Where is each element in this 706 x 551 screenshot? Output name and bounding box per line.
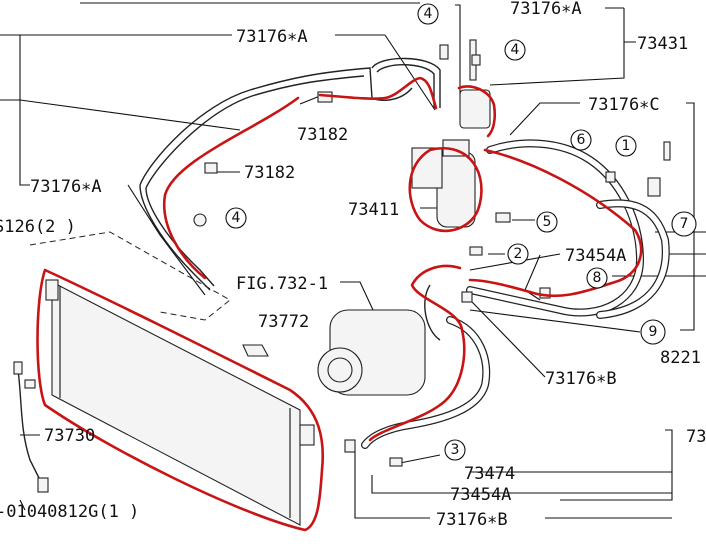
- callout-circle-8: [586, 267, 608, 289]
- callout-circle-4-left: [225, 207, 247, 229]
- callout-circle-5: [536, 211, 558, 233]
- label-73176a-left: 73176∗A: [30, 177, 102, 197]
- bolts-clips: [193, 44, 671, 467]
- red-mark-condenser: [36, 268, 325, 532]
- callout-num-6: 6: [577, 132, 586, 148]
- label-73176a-top: 73176∗A: [236, 27, 308, 47]
- callout-num-9: 9: [649, 324, 658, 340]
- label-010408: -01040812G(1 ): [0, 502, 139, 522]
- label-8221: 8221: [660, 348, 701, 368]
- red-mark-switch: [457, 85, 497, 138]
- callout-circle-9: [640, 319, 666, 345]
- red-mark-hose-left: [162, 96, 300, 280]
- label-73176b-bottom: 73176∗B: [436, 510, 508, 530]
- label-73411: 73411: [348, 200, 399, 220]
- callout-circle-7: [671, 211, 697, 237]
- callout-circle-4-mid: [504, 39, 526, 61]
- callout-num-8: 8: [593, 270, 602, 286]
- sensor-wire-73730: [13, 361, 49, 493]
- label-73772: 73772: [258, 312, 309, 332]
- label-73730: 73730: [44, 426, 95, 446]
- label-73176a-top-right: 73176∗A: [510, 0, 582, 19]
- condenser: [45, 279, 315, 526]
- label-73474: 73474: [464, 464, 515, 484]
- label-73176c: 73176∗C: [588, 95, 660, 115]
- part-labels: 73176∗A 73176∗A 73431 73176∗C 73182 7318…: [0, 0, 706, 530]
- pressure-switch: [459, 39, 491, 129]
- callout-circle-1: [615, 135, 637, 157]
- red-mark-drier: [408, 147, 483, 233]
- callout-num-4-left: 4: [232, 210, 241, 226]
- label-73176b-mid: 73176∗B: [545, 369, 617, 389]
- label-73182-a: 73182: [297, 125, 348, 145]
- red-mark-hose-mid: [368, 264, 466, 442]
- callout-num-2: 2: [514, 246, 523, 262]
- callout-num-4-top: 4: [424, 6, 433, 22]
- label-73182-b: 73182: [244, 163, 295, 183]
- callout-num-5: 5: [543, 214, 552, 230]
- callout-num-1: 1: [622, 138, 631, 154]
- label-73454a-bottom: 73454A: [450, 485, 511, 505]
- sensor-73772: [242, 344, 269, 357]
- red-annotation-marks: [36, 76, 643, 532]
- compressor: [317, 309, 426, 396]
- label-s126: S126(2 ): [0, 217, 76, 237]
- label-73454a-right: 73454A: [565, 246, 626, 266]
- callout-num-3-bottom: 3: [451, 442, 460, 458]
- callout-num-4-mid: 4: [511, 42, 520, 58]
- callout-circle-6: [570, 129, 592, 151]
- label-73431: 73431: [637, 34, 688, 54]
- callout-circles: 4 4 4 6 1 7 5 2 8 9 3: [225, 3, 697, 461]
- red-mark-hose-top: [318, 76, 438, 110]
- label-fig-732-1: FIG.732-1: [236, 274, 328, 294]
- red-mark-hose-right: [468, 148, 643, 298]
- refrigerant-pipes: [139, 57, 670, 449]
- callout-circle-2: [507, 243, 529, 265]
- dashed-boundary: [29, 231, 231, 321]
- receiver-drier: [411, 139, 476, 228]
- callout-circle-4-top: [417, 3, 439, 25]
- callout-circle-3-bottom: [444, 439, 466, 461]
- callout-num-7: 7: [680, 216, 689, 232]
- label-73-right: 73: [686, 427, 706, 447]
